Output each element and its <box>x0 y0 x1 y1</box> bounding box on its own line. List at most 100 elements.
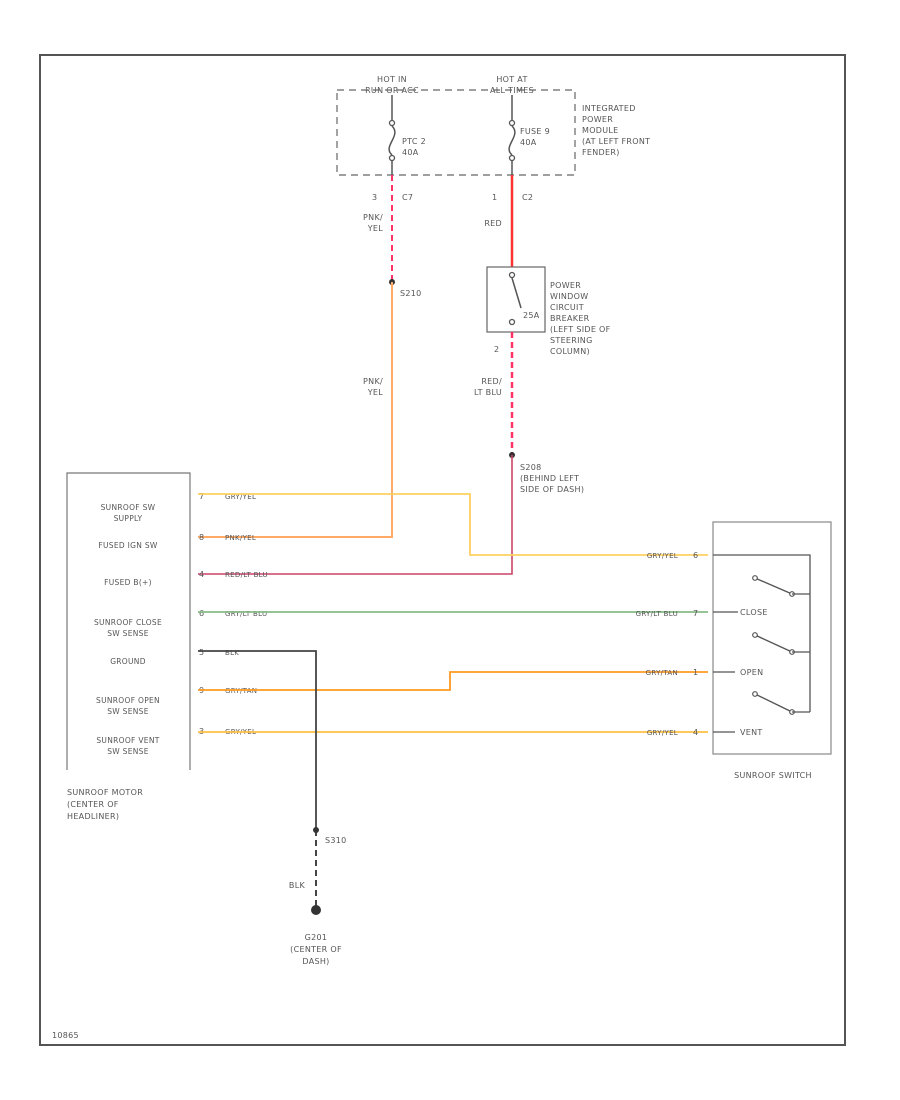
breaker-label-line-1: POWER <box>550 281 581 290</box>
switch-common-bus <box>713 554 811 712</box>
wire-label-yel-top: YEL <box>367 224 384 233</box>
switch-position-vent: VENT <box>740 728 763 737</box>
breaker-label-line-3: CIRCUIT <box>550 303 584 312</box>
switch-pin-number-6: 6 <box>693 551 698 560</box>
splice-s208-loc-2: SIDE OF DASH) <box>520 485 584 494</box>
switch-position-close: CLOSE <box>740 608 768 617</box>
wire-red-lt-blu-s208-motor <box>198 455 513 575</box>
wire-gry-tan-open <box>198 671 708 691</box>
switch-pin-number-7: 7 <box>693 609 698 618</box>
ptc2-name: PTC 2 <box>402 137 426 146</box>
splice-s310 <box>313 827 319 833</box>
ground-g201-name: G201 <box>305 933 328 942</box>
wire-label-red-lt-blu-batt: RED/LT BLU <box>225 571 268 579</box>
ipm-label: INTEGRATED POWER MODULE (AT LEFT FRONT F… <box>582 104 650 157</box>
power-window-circuit-breaker <box>486 266 546 333</box>
wire-label-blk-lower: BLK <box>289 881 306 890</box>
integrated-power-module-box <box>336 89 576 176</box>
switch-contact-vent <box>754 693 793 713</box>
motor-title-3: HEADLINER) <box>67 812 119 821</box>
ipm-label-line-4: (AT LEFT FRONT <box>582 137 650 146</box>
wire-label-gry-tan-open: GRY/TAN <box>225 687 257 695</box>
motor-title-1: SUNROOF MOTOR <box>67 788 143 797</box>
breaker-pin-number: 2 <box>494 345 499 354</box>
breaker-label: POWER WINDOW CIRCUIT BREAKER (LEFT SIDE … <box>550 281 611 356</box>
switch-wire-label-gry-tan: GRY/TAN <box>646 669 678 677</box>
switch-wire-label-gry-yel-bottom: GRY/YEL <box>647 729 678 737</box>
fuse9-element <box>508 95 516 175</box>
motor-pin-label-supply-2: SUPPLY <box>114 514 143 523</box>
hot-at-all-times-label: HOT AT <box>496 75 527 84</box>
ground-g201-loc-2: DASH) <box>302 957 329 966</box>
hot-in-run-label: HOT IN <box>377 75 407 84</box>
motor-pin-number-batt: 4 <box>199 570 204 579</box>
splice-s208-name: S208 <box>520 463 542 472</box>
ipm-label-line-3: MODULE <box>582 126 619 135</box>
switch-wire-label-gry-lt-blu: GRY/LT BLU <box>636 610 678 618</box>
ipm-label-line-2: POWER <box>582 115 613 124</box>
c7-connector-id: C7 <box>402 193 413 202</box>
breaker-label-line-4: BREAKER <box>550 314 590 323</box>
motor-pin-label-vent-1: SUNROOF VENT <box>96 736 159 745</box>
splice-s310-label: S310 <box>325 836 347 845</box>
ground-g201-loc-1: (CENTER OF <box>290 945 342 954</box>
ptc2-rating: 40A <box>402 148 419 157</box>
motor-pin-label-close-1: SUNROOF CLOSE <box>94 618 162 627</box>
switch-contact-open <box>754 634 793 653</box>
c2-connector-id: C2 <box>522 193 533 202</box>
switch-wire-label-gry-yel-top: GRY/YEL <box>647 552 678 560</box>
motor-pin-number-supply: 7 <box>199 492 204 501</box>
wire-label-pnk-mid: PNK/ <box>363 377 383 386</box>
motor-pin-number-ign: 8 <box>199 533 204 542</box>
wire-pnk-yel-s210-motor <box>198 282 393 538</box>
motor-title-2: (CENTER OF <box>67 800 119 809</box>
c2-pin-number: 1 <box>492 193 497 202</box>
motor-outline <box>66 472 191 770</box>
wire-label-pnk-yel-ign: PNK/YEL <box>225 534 256 542</box>
switch-title: SUNROOF SWITCH <box>734 771 812 780</box>
breaker-label-line-2: WINDOW <box>550 292 588 301</box>
wire-label-yel-mid: YEL <box>367 388 384 397</box>
wire-label-red-mid: RED/ <box>481 377 502 386</box>
wire-blk-ground <box>198 650 317 830</box>
motor-pin-label-batt: FUSED B(+) <box>104 578 152 587</box>
splice-s208-loc-1: (BEHIND LEFT <box>520 474 579 483</box>
motor-pin-label-open-1: SUNROOF OPEN <box>96 696 160 705</box>
switch-pin-number-1: 1 <box>693 668 698 677</box>
motor-pin-label-open-2: SW SENSE <box>107 707 149 716</box>
wire-label-red-top: RED <box>484 219 502 228</box>
wire-label-gry-yel-supply: GRY/YEL <box>225 493 256 501</box>
c7-pin-number: 3 <box>372 193 377 202</box>
motor-pin-label-supply-1: SUNROOF SW <box>101 503 156 512</box>
motor-pin-label-vent-2: SW SENSE <box>107 747 149 756</box>
ipm-label-line-1: INTEGRATED <box>582 104 636 113</box>
switch-contact-close <box>754 577 793 595</box>
breaker-label-line-5: (LEFT SIDE OF <box>550 325 611 334</box>
power-supply-labels: HOT IN RUN OR ACC HOT AT ALL TIMES <box>365 75 534 95</box>
wire-label-pnk-top: PNK/ <box>363 213 383 222</box>
wire-label-gry-lt-blu-close: GRY/LT BLU <box>225 610 267 618</box>
splice-s210-label: S210 <box>400 289 422 298</box>
motor-pin-label-ign: FUSED IGN SW <box>98 541 158 550</box>
breaker-label-line-7: COLUMN) <box>550 347 590 356</box>
motor-pin-label-ground: GROUND <box>110 657 146 666</box>
diagram-code: 10865 <box>52 1031 79 1040</box>
motor-pin-number-close: 6 <box>199 609 204 618</box>
ptc2-element <box>388 95 396 175</box>
ground-g201-symbol <box>311 905 321 915</box>
motor-pin-label-close-2: SW SENSE <box>107 629 149 638</box>
motor-pin-number-ground: 5 <box>199 648 204 657</box>
sunroof-motor-component: SUNROOF SW SUPPLY FUSED IGN SW FUSED B(+… <box>66 472 204 821</box>
ipm-label-line-5: FENDER) <box>582 148 620 157</box>
wire-label-lt-blu-mid: LT BLU <box>474 388 502 397</box>
switch-outline <box>712 521 832 755</box>
breaker-rating: 25A <box>523 311 540 320</box>
diagram-frame <box>39 54 846 1046</box>
switch-position-open: OPEN <box>740 668 763 677</box>
sunroof-switch-component: GRY/YEL GRY/LT BLU GRY/TAN GRY/YEL 6 7 1… <box>636 521 832 780</box>
wire-label-blk-ground: BLK <box>225 649 239 657</box>
fuse9-rating: 40A <box>520 138 537 147</box>
wire-gry-yel-supply <box>198 493 708 556</box>
breaker-element <box>508 271 522 326</box>
